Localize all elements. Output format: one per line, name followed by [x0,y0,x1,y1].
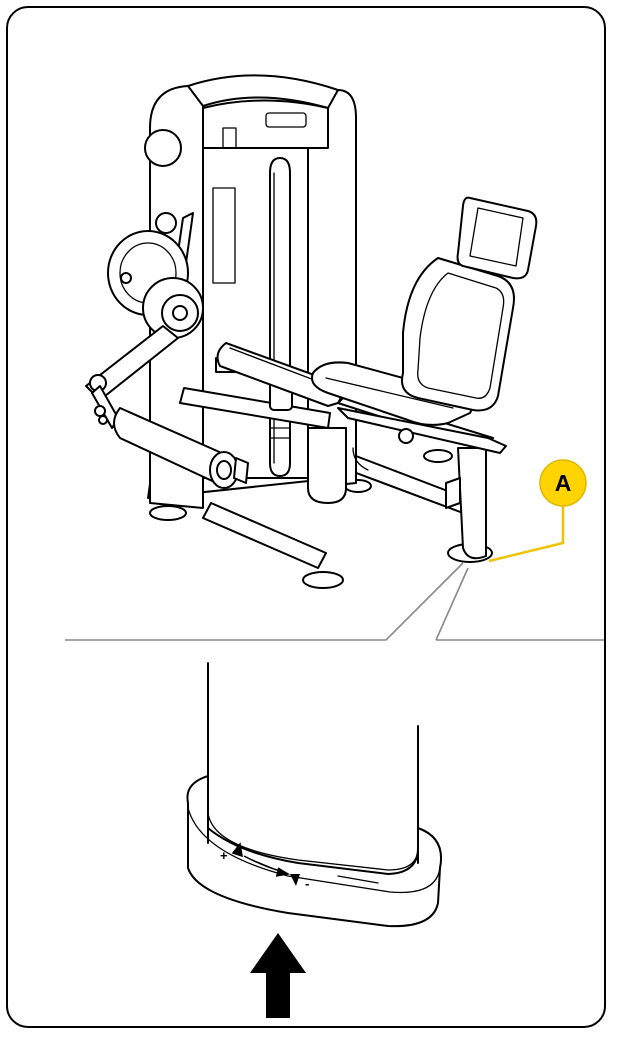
zoom-divider [65,562,604,641]
callout-leader-line [488,506,565,563]
lever-arm [85,325,179,429]
minus-marking: - [305,876,309,891]
callout-a-label: A [555,470,572,496]
callout-a-badge [539,459,587,507]
adjustable-foot: + - [186,662,442,928]
back-rest [401,257,515,412]
rotation-direction-icon [231,842,291,877]
height-adjust-markings: + - [220,842,379,891]
leg-extension-machine [85,74,538,589]
down-triangle-icon [290,874,300,886]
roller-pad [113,407,249,489]
upward-arrow-icon [250,933,306,1018]
plus-marking: + [220,848,228,863]
cam-pivot [107,230,204,339]
seat-cushion [311,361,474,426]
callout-a: A [488,459,587,563]
diagram-canvas: A + - [65,74,604,1018]
head-rest [456,196,538,280]
instruction-panel: A + - [6,6,606,1028]
